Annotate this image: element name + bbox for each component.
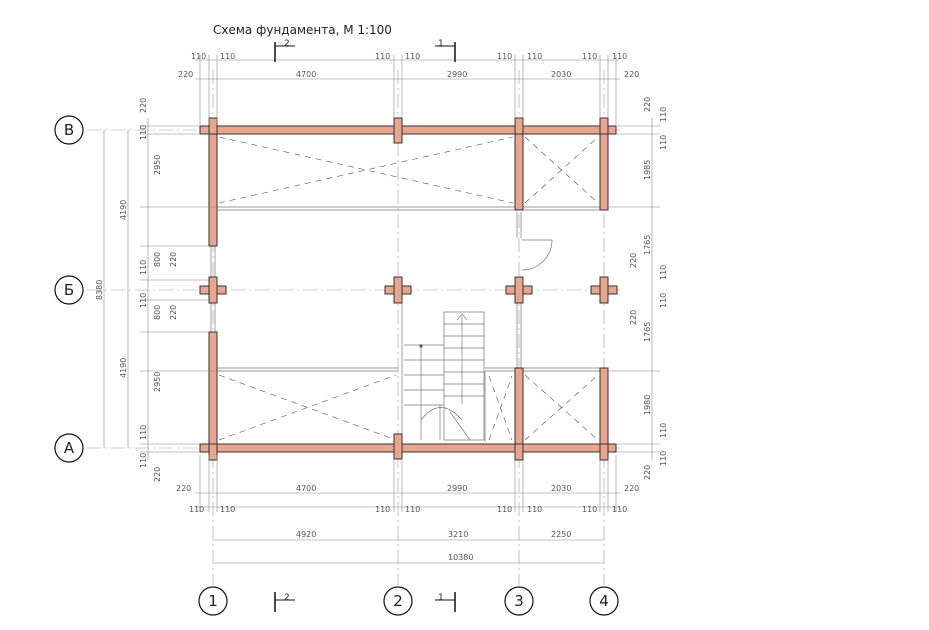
dim-right-edge: 220: [629, 253, 638, 268]
axis-bubble-b: Б: [54, 275, 84, 305]
top-dimensions: 220 110 110 4700 110 110 2990 110 110 20…: [178, 52, 639, 125]
bottom-dimensions: 220 4700 2990 2030 220 110 110 110 110 1…: [176, 455, 639, 564]
cut-1-label: 1: [438, 39, 444, 49]
axis-label-a: А: [64, 439, 75, 457]
dim-bottom-edge-left: 220: [176, 484, 191, 493]
dim-top-small: 110: [220, 52, 235, 61]
dim-right-edge: 220: [643, 97, 652, 112]
dim-top-edge-right: 220: [624, 70, 639, 79]
dim-left-opening-upper: 800: [153, 252, 162, 267]
dim-overall-width: 10380: [448, 553, 473, 562]
dim-bottom-small: 110: [497, 505, 512, 514]
axis-bubble-2: 2: [383, 586, 413, 616]
dim-right-mid-lower: 1765: [643, 322, 652, 342]
cut-1-label: 1: [438, 593, 444, 603]
dim-right-small: 110: [659, 293, 668, 308]
dim-top-edge-left: 220: [178, 70, 193, 79]
dim-top-span-3: 2030: [551, 70, 571, 79]
dim-left-small-v: 110: [139, 125, 148, 140]
dim-bottom-small: 110: [527, 505, 542, 514]
dim-top-small: 110: [582, 52, 597, 61]
axis-bubble-4: 4: [589, 586, 619, 616]
hatch-crosses: [218, 136, 599, 441]
dim-top-small: 110: [612, 52, 627, 61]
axis-bubble-a: А: [54, 433, 84, 463]
dim-right-upper: 1985: [643, 160, 652, 180]
dim-right-edge: 220: [629, 310, 638, 325]
axis-bubble-1: 1: [198, 586, 228, 616]
dim-left-opening-lower: 800: [153, 305, 162, 320]
dim-left-room-upper: 2950: [153, 155, 162, 175]
left-dimensions: 220 110 2950 800 220 110 110 800 220 295…: [95, 98, 217, 482]
dim-left-axis-span-2: 4190: [119, 358, 128, 378]
axis-label-4: 4: [599, 592, 609, 610]
dim-right-small: 110: [659, 451, 668, 466]
dim-left-small-v: 110: [139, 260, 148, 275]
dim-bottom-small: 110: [582, 505, 597, 514]
dim-right-small: 110: [659, 107, 668, 122]
dim-top-span-2: 2990: [447, 70, 467, 79]
dim-right-edge: 220: [643, 465, 652, 480]
wall-openings: [210, 246, 522, 368]
dim-left-gap-upper: 220: [169, 252, 178, 267]
plan-title: Схема фундамента, М 1:100: [213, 23, 392, 37]
dim-left-edge-v: 220: [139, 98, 148, 113]
axis-bubble-3: 3: [504, 586, 534, 616]
dim-bottom-span-2: 2990: [447, 484, 467, 493]
dim-bottom-span-3: 2030: [551, 484, 571, 493]
dim-left-small-v: 110: [139, 293, 148, 308]
dim-axis-span-1: 4920: [296, 530, 316, 539]
stair: [404, 311, 485, 441]
dim-left-small-v: 110: [139, 425, 148, 440]
dim-top-span-1: 4700: [296, 70, 316, 79]
cut-2-label: 2: [284, 593, 290, 603]
dim-top-small: 110: [527, 52, 542, 61]
dim-bottom-small: 110: [220, 505, 235, 514]
axis-bubble-v: В: [54, 115, 84, 145]
dim-top-small: 110: [375, 52, 390, 61]
dim-right-mid-upper: 1765: [643, 235, 652, 255]
dim-right-lower: 1980: [643, 395, 652, 415]
axis-label-b: Б: [64, 281, 74, 299]
axis-label-2: 2: [393, 592, 403, 610]
dim-left-gap-lower: 220: [169, 305, 178, 320]
section-cut-2-top: 2: [274, 39, 295, 62]
dim-top-small: 110: [405, 52, 420, 61]
dim-bottom-small: 110: [189, 505, 204, 514]
section-cut-1-top: 1: [435, 39, 456, 62]
axis-label-3: 3: [514, 592, 524, 610]
dim-top-small: 110: [191, 52, 206, 61]
dim-bottom-small: 110: [405, 505, 420, 514]
dim-left-overall: 8380: [95, 280, 104, 300]
right-dimensions: 220 110 110 1985 1765 220 110 110 220 17…: [608, 97, 668, 480]
axis-label-v: В: [64, 121, 74, 139]
section-cut-2-bottom: 2: [274, 592, 295, 612]
dim-right-small: 110: [659, 265, 668, 280]
dim-bottom-small: 110: [375, 505, 390, 514]
dim-bottom-span-1: 4700: [296, 484, 316, 493]
dim-axis-span-2: 3210: [448, 530, 468, 539]
dim-bottom-small: 110: [612, 505, 627, 514]
dim-top-small: 110: [497, 52, 512, 61]
foundation-walls: [199, 117, 618, 461]
interior-lines: [217, 206, 600, 442]
door-swing: [516, 212, 553, 271]
dim-axis-span-3: 2250: [551, 530, 571, 539]
dim-bottom-edge-right: 220: [624, 484, 639, 493]
cut-2-label: 2: [284, 39, 290, 49]
axis-label-1: 1: [208, 592, 218, 610]
dim-right-small: 110: [659, 423, 668, 438]
dim-left-edge-v: 220: [153, 467, 162, 482]
dim-left-axis-span-1: 4190: [119, 200, 128, 220]
section-cut-1-bottom: 1: [435, 592, 456, 612]
dim-right-small: 110: [659, 135, 668, 150]
dim-left-small-v: 110: [139, 453, 148, 468]
dim-left-room-lower: 2950: [153, 372, 162, 392]
